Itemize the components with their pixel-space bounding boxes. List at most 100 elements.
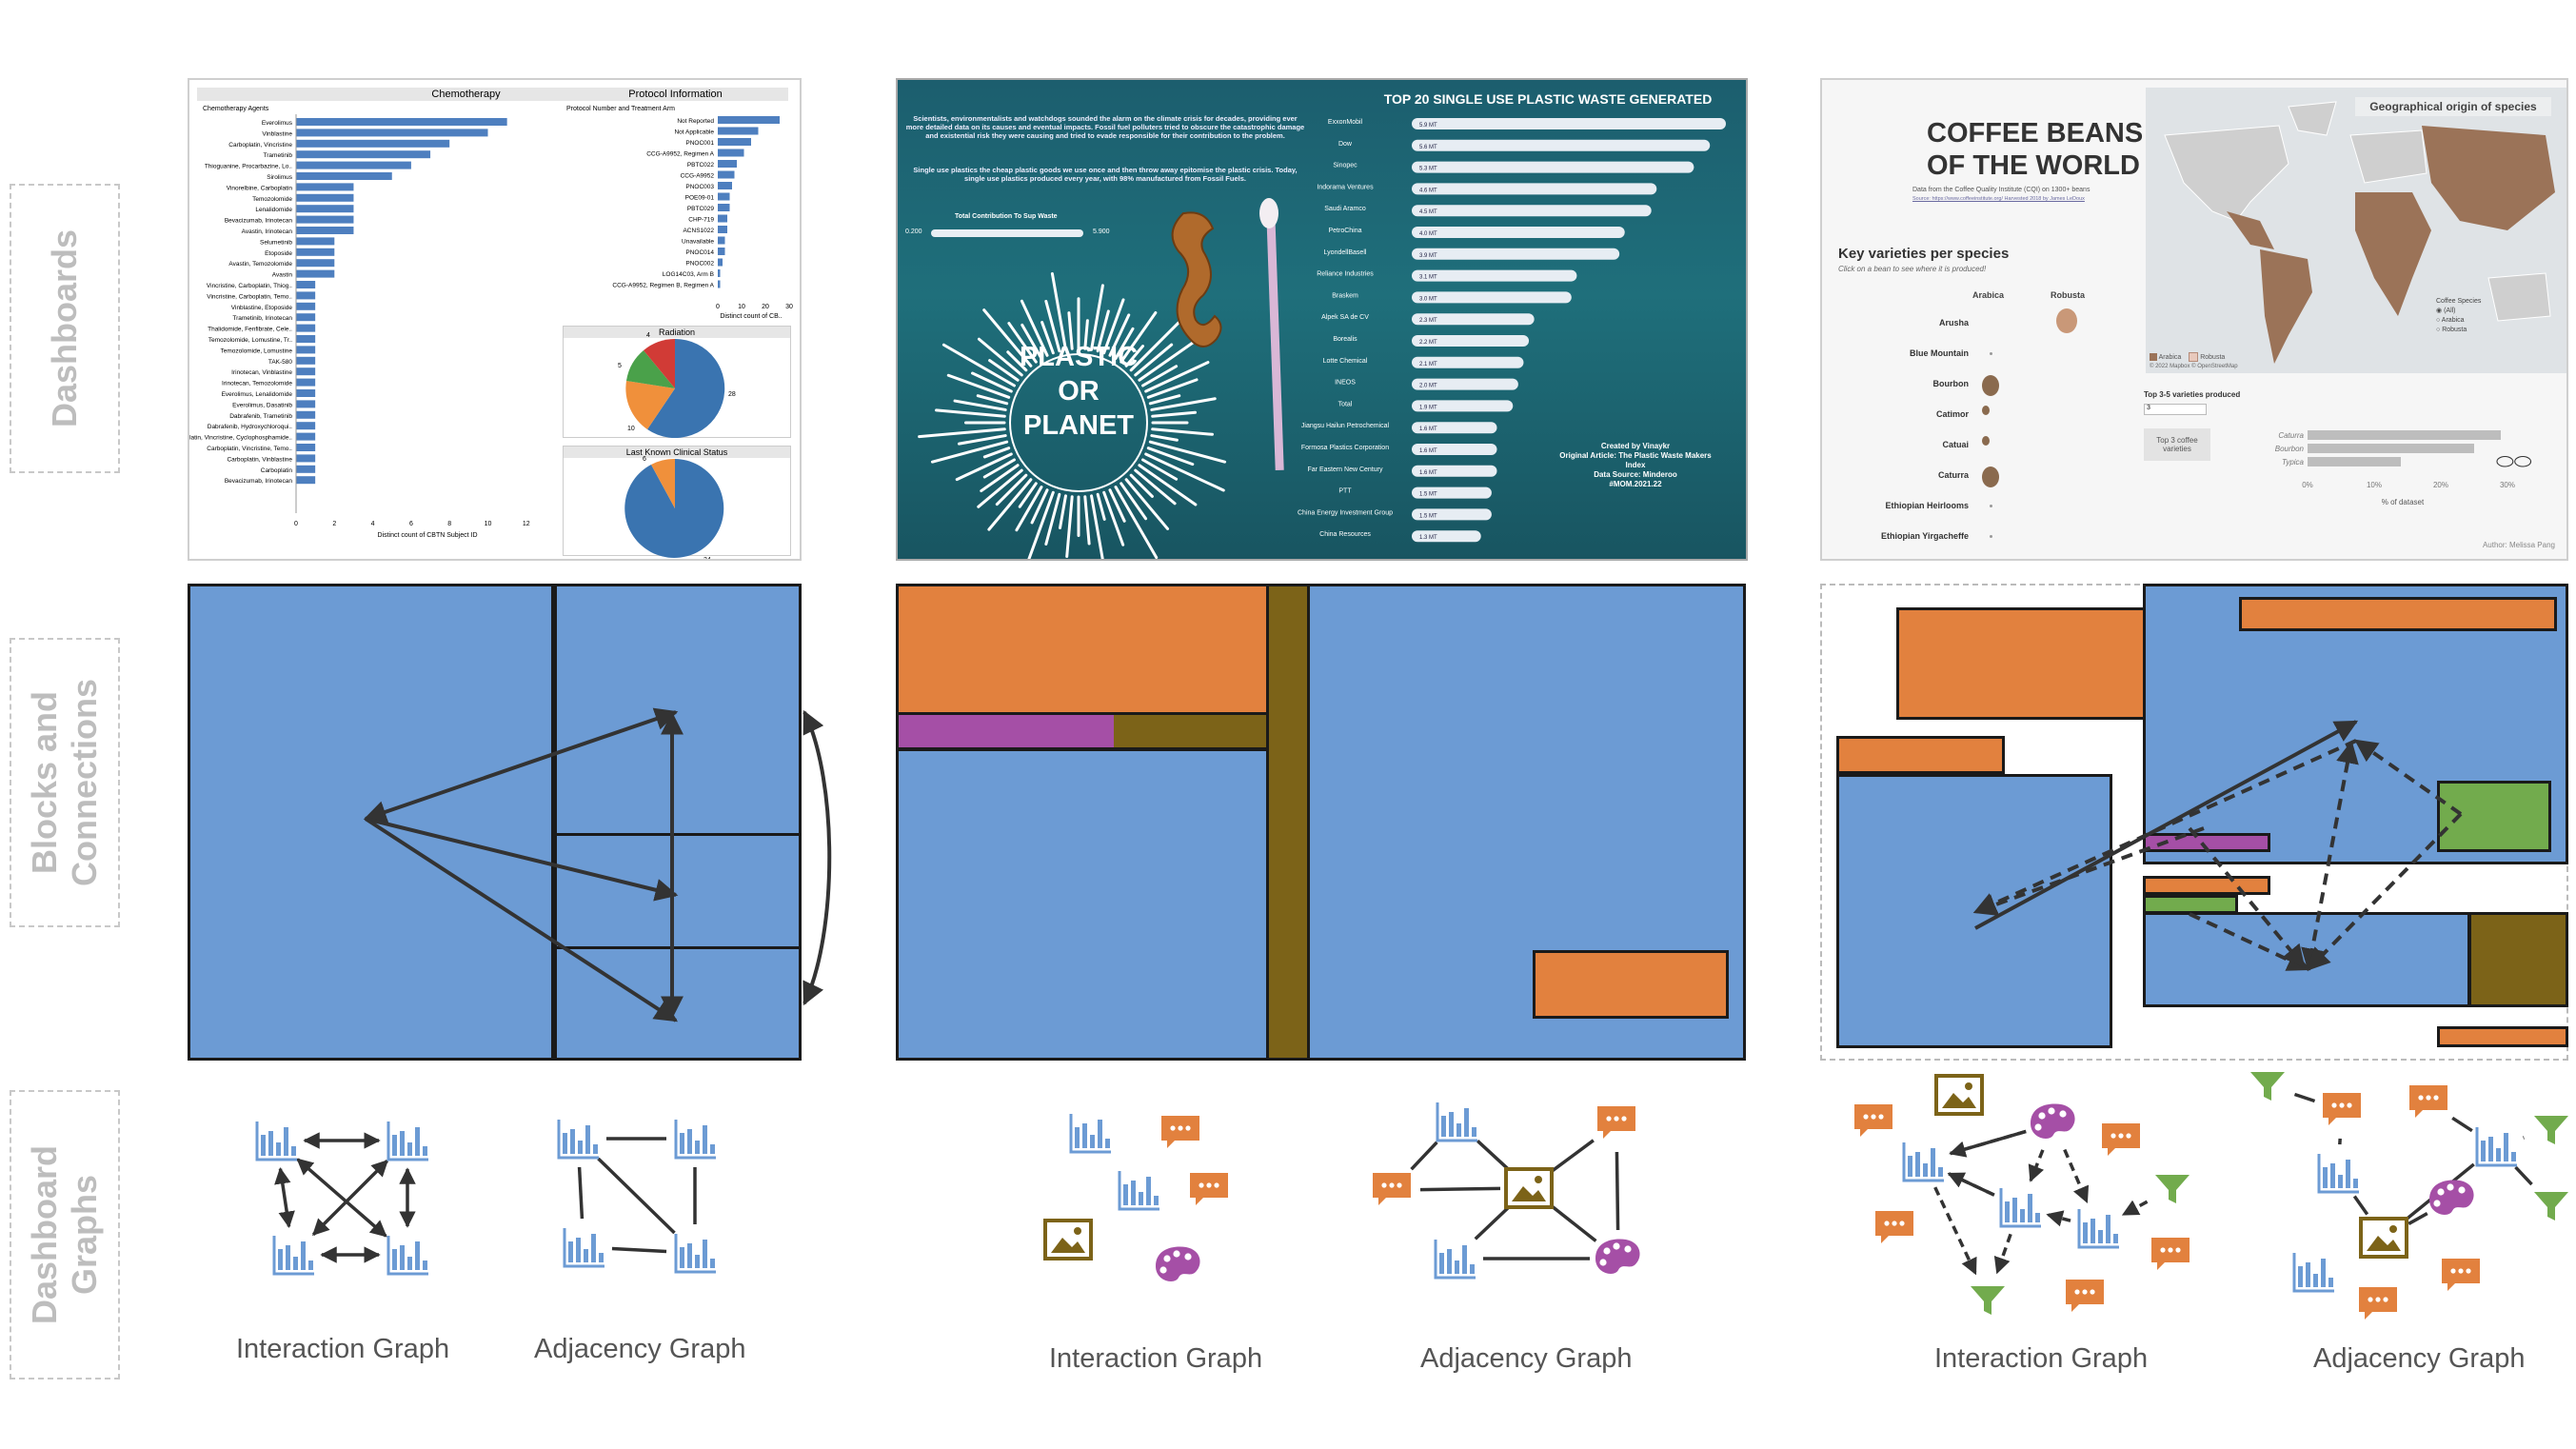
coffee-bean-icon[interactable] [2056, 308, 2077, 333]
sunburst-spoke [941, 343, 1016, 387]
map-legend[interactable]: Arabica Robusta [2150, 352, 2225, 362]
coffee-author: Author: Melissa Pang [2482, 541, 2555, 549]
species-option-all[interactable]: ◉ (All) [2436, 308, 2456, 314]
proto-bar [718, 236, 725, 245]
block3-beans-legend [2468, 912, 2568, 1007]
coffee-bean-icon[interactable] [1990, 505, 1992, 507]
radiation-pie[interactable]: 28 10 5 4 [618, 332, 736, 438]
plastic-intro-1: Scientists, environmentalists and watchd… [905, 114, 1305, 140]
species-option-arabica[interactable]: ○ Arabica [2436, 317, 2465, 324]
coffee-bean-icon[interactable] [1982, 406, 1990, 415]
chemo-bar [296, 118, 507, 126]
variety-label[interactable]: Ethiopian Yirgacheffe [1880, 531, 1969, 541]
cotton-swab-tip [1259, 198, 1278, 228]
chemo-category-label: Lenalidomide [255, 207, 292, 213]
chemo-bar [296, 378, 316, 387]
text-icon [2409, 1085, 2447, 1118]
sunburst-spoke [1020, 323, 1043, 360]
graph-edge [597, 1157, 676, 1235]
coffee-bean-icon[interactable] [1982, 436, 1990, 446]
sunburst-spoke [1108, 313, 1131, 357]
chart-view-icon [2317, 1154, 2359, 1194]
coffee-source[interactable]: Source: https://www.coffeeinstitute.org/… [1912, 196, 2085, 202]
contribution-slider[interactable] [931, 229, 1083, 237]
chemo-chart-subtitle: Chemotherapy Agents [203, 106, 269, 112]
world-map[interactable]: Geographical origin of species Arabica R… [2146, 88, 2566, 373]
coffee-bean-icon[interactable] [1982, 466, 1999, 487]
row-label-dashboards: Dashboards [10, 184, 120, 473]
block2-sunburst-view[interactable] [896, 748, 1270, 1061]
plastic-value-label: 3.9 MT [1419, 253, 1437, 259]
coffee-bean-icon[interactable] [1990, 535, 1992, 538]
sunburst-spoke [1083, 319, 1089, 350]
species-option-robusta[interactable]: ○ Robusta [2436, 327, 2467, 333]
chart-view-icon [2292, 1253, 2334, 1293]
company-label: Alpek SA de CV [1321, 314, 1369, 321]
sunburst-spoke [1006, 350, 1028, 372]
sunburst-spoke [1148, 394, 1181, 406]
plastic-value-label: 5.3 MT [1419, 167, 1437, 172]
graph-edge [1615, 1151, 1620, 1231]
filter-funnel-icon [2534, 1116, 2568, 1144]
sunburst-spoke [976, 394, 1009, 406]
company-label: Far Eastern New Century [1308, 466, 1383, 473]
variety-label[interactable]: Catimor [1935, 409, 1969, 419]
chemo-bar [296, 410, 316, 419]
variety-label[interactable]: Catuai [1942, 440, 1969, 449]
graph-edge [2028, 1149, 2045, 1182]
chart-view-icon [1999, 1188, 2041, 1228]
graph-edge [2408, 1212, 2428, 1225]
dashboard-chemotherapy: Chemotherapy Chemotherapy Agents Everoli… [188, 78, 802, 561]
top-input[interactable]: 3 [2144, 404, 2207, 415]
company-label: China Resources [1319, 531, 1371, 538]
caption-adjacency-2: Adjacency Graph [1420, 1343, 1633, 1374]
coffee-bean-icon[interactable] [1990, 352, 1992, 355]
block3-author-text [2437, 1026, 2568, 1047]
variety-label[interactable]: Ethiopian Heirlooms [1885, 501, 1969, 510]
clinical-pie[interactable]: 34 6 [624, 456, 724, 561]
variety-label[interactable]: Bourbon [1932, 379, 1970, 388]
plastic-intro-2: Single use plastics the cheap plastic go… [913, 166, 1298, 183]
proto-category-label: CHP-719 [688, 217, 714, 224]
proto-category-label: PNOC003 [685, 184, 714, 190]
chart-view-icon [1902, 1142, 1944, 1182]
caption-interaction-3: Interaction Graph [1934, 1343, 2149, 1374]
center-text-0: PLASTIC [1020, 342, 1138, 372]
plastic-value-label: 5.9 MT [1419, 123, 1437, 129]
chemo-category-label: Dabrafenib, Hydroxychloroqui.. [208, 424, 292, 430]
sunburst-spoke [1146, 378, 1199, 399]
sunburst-spoke [1096, 492, 1106, 521]
coffee-bean-icon[interactable] [1982, 375, 1999, 396]
conn3-h [2188, 826, 2306, 968]
chemo-category-label: Carboplatin [261, 467, 293, 474]
sunburst-spoke [946, 373, 1011, 399]
palette-icon [2429, 1180, 2474, 1215]
variety-label[interactable]: Arusha [1938, 318, 1969, 328]
variety-label[interactable]: Caturra [1937, 470, 1969, 480]
plastic-bar [1412, 422, 1497, 434]
chemo-bar [296, 269, 335, 278]
pie-charts[interactable]: 28 10 5 4 34 6 [189, 80, 802, 561]
plastic-bar [1412, 400, 1514, 412]
variety-label[interactable]: Blue Mountain [1910, 348, 1969, 358]
clinical-title: Last Known Clinical Status [564, 447, 790, 458]
chemo-category-label: Vinblastine, Etoposide [231, 305, 293, 311]
company-label: Formosa Plastics Corporation [1301, 445, 1389, 451]
image-icon [1043, 1219, 1093, 1260]
top-variety-bar [2308, 444, 2474, 453]
sunburst-spoke [1067, 311, 1074, 350]
conn1-b [365, 817, 679, 902]
chemo-category-label: Carboplatin, Vincristine [228, 142, 292, 149]
species-filter[interactable]: Coffee Species ◉ (All) ○ Arabica ○ Robus… [2436, 297, 2481, 335]
palette-icon [2031, 1103, 2075, 1139]
plastic-bar [1412, 291, 1572, 304]
chemo-bar [296, 172, 392, 180]
sunburst-ring[interactable] [918, 271, 1227, 561]
chemo-bar [296, 183, 354, 191]
top-button[interactable]: Top 3 coffee varieties [2144, 428, 2210, 461]
plastic-value-label: 4.6 MT [1419, 188, 1437, 193]
